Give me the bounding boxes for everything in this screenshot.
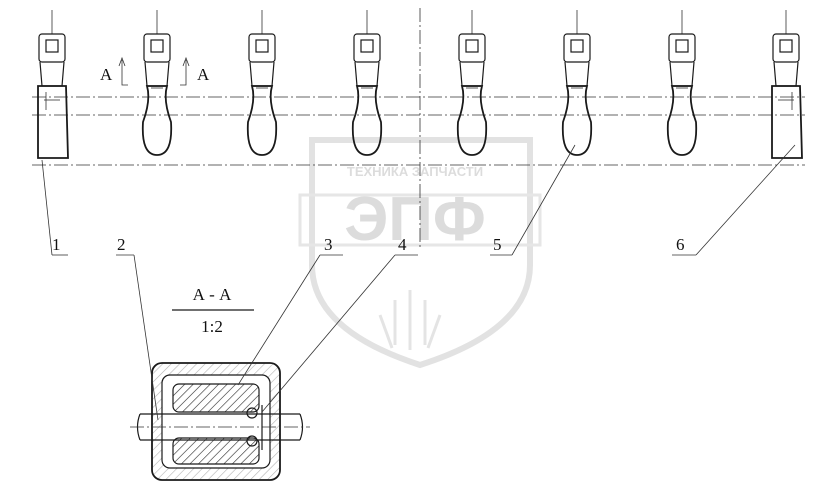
hook-element (351, 10, 383, 156)
leader-lines (41, 144, 796, 421)
callout-6: 6 (676, 235, 685, 254)
callout-1: 1 (52, 235, 61, 254)
section-title-text: А - А (193, 285, 232, 304)
callouts: 1 2 3 4 5 6 (52, 235, 685, 254)
callout-3: 3 (324, 235, 333, 254)
hook-element (771, 10, 803, 159)
centre-lines (32, 8, 805, 250)
section-title: А - А 1:2 (172, 285, 254, 336)
cross-section (130, 362, 310, 481)
hook-element (456, 10, 488, 156)
callout-5: 5 (493, 235, 502, 254)
hook-element (666, 10, 698, 156)
watermark-logo: ТЕХНИКА ЗАПЧАСТИ ЭПФ (298, 137, 542, 369)
hook-row (37, 10, 803, 159)
watermark-big-text: ЭПФ (344, 185, 486, 254)
section-scale-text: 1:2 (201, 317, 223, 336)
section-marker: A A (100, 56, 210, 86)
callout-4: 4 (398, 235, 407, 254)
hook-element (561, 10, 593, 156)
section-marker-left: A (100, 65, 113, 84)
section-marker-right: A (197, 65, 210, 84)
callout-2: 2 (117, 235, 126, 254)
hook-element (246, 10, 278, 156)
hook-element (37, 10, 69, 159)
watermark-top-text: ТЕХНИКА ЗАПЧАСТИ (347, 164, 483, 179)
hook-element (141, 10, 173, 156)
